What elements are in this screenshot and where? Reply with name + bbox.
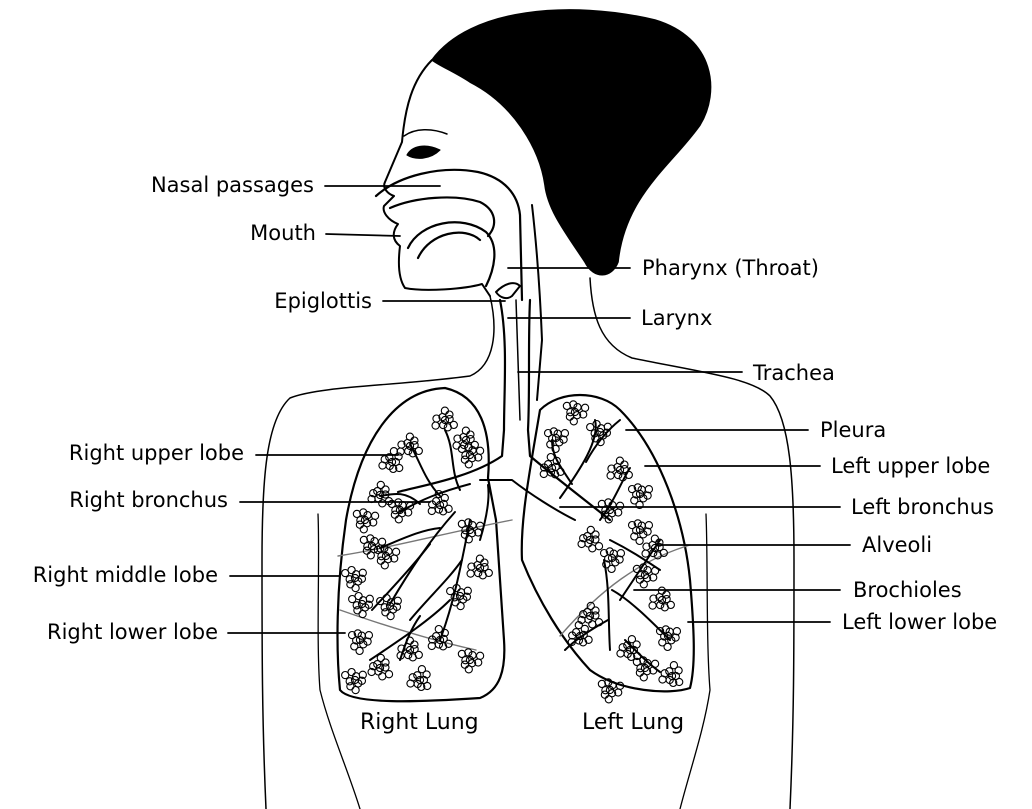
label-mouth: Mouth xyxy=(180,220,316,246)
eyebrow xyxy=(404,130,447,136)
eye xyxy=(407,146,440,158)
alveolus xyxy=(348,567,355,574)
alveolus xyxy=(409,654,416,661)
label-right-lower-lobe: Right lower lobe xyxy=(10,619,218,645)
label-larynx: Larynx xyxy=(641,305,712,331)
alveolus xyxy=(582,404,589,411)
alveolus xyxy=(377,654,384,661)
alveolus xyxy=(355,593,362,600)
alveolus xyxy=(587,526,594,533)
label-trachea: Trachea xyxy=(753,360,835,386)
alveolus xyxy=(457,603,464,610)
alveolus xyxy=(479,572,486,579)
alveolus xyxy=(652,567,659,574)
nasal-cavity xyxy=(376,170,522,300)
tongue xyxy=(418,233,480,258)
alveolus xyxy=(379,673,386,680)
alveoli-clusters-right xyxy=(342,407,493,694)
alveolus xyxy=(607,472,614,479)
alveolus xyxy=(441,407,448,414)
label-pleura: Pleura xyxy=(820,417,886,443)
alveolus xyxy=(352,687,359,694)
alveolus xyxy=(406,433,413,440)
alveolus xyxy=(617,502,624,509)
label-nasal-passages: Nasal passages xyxy=(100,172,314,198)
alveolus xyxy=(640,674,647,681)
label-right-bronchus: Right bronchus xyxy=(20,487,228,513)
alveolus xyxy=(616,457,623,464)
arm-crease-right xyxy=(680,514,710,809)
alveolus xyxy=(651,535,658,542)
alveolus xyxy=(409,674,416,681)
caption-right-lung: Right Lung xyxy=(360,710,479,736)
alveolus xyxy=(465,461,472,468)
epiglottis xyxy=(496,283,520,298)
throat-back xyxy=(532,205,542,400)
alveolus xyxy=(395,516,402,523)
alveolus xyxy=(381,456,388,463)
leader-lines xyxy=(228,186,850,633)
alveolus xyxy=(649,602,656,609)
alveolus xyxy=(661,670,668,677)
label-epiglottis: Epiglottis xyxy=(200,288,372,314)
alveolus xyxy=(381,562,388,569)
alveolus xyxy=(352,585,359,592)
label-left-upper-lobe: Left upper lobe xyxy=(831,453,990,479)
label-left-lower-lobe: Left lower lobe xyxy=(842,609,997,635)
alveolus xyxy=(640,581,647,588)
label-left-bronchus: Left bronchus xyxy=(851,494,994,520)
alveolus xyxy=(476,555,483,562)
alveoli-clusters-left xyxy=(540,401,683,703)
alveolus xyxy=(595,543,602,550)
label-brochioles: Brochioles xyxy=(853,577,962,603)
alveolus xyxy=(477,447,484,454)
left-lung-outline xyxy=(522,395,694,691)
alveolus xyxy=(462,427,469,434)
label-alveoli: Alveoli xyxy=(862,532,932,558)
caption-left-lung: Left Lung xyxy=(582,710,684,736)
alveolus xyxy=(619,644,626,651)
alveolus xyxy=(367,552,374,559)
alveolus xyxy=(393,548,400,555)
head-outline xyxy=(384,60,490,296)
alveolus xyxy=(348,669,355,676)
alveolus xyxy=(387,613,394,620)
alveolus xyxy=(642,550,649,557)
alveolus xyxy=(467,570,474,577)
leader-mouth xyxy=(326,234,400,236)
alveolus xyxy=(465,666,472,673)
alveolus xyxy=(359,611,366,618)
alveolus xyxy=(379,500,386,507)
palate xyxy=(390,197,494,236)
alveolus xyxy=(432,422,439,429)
alveolus xyxy=(589,621,596,628)
right-lung-outline xyxy=(338,388,505,701)
alveolus xyxy=(605,696,612,703)
alveolus xyxy=(477,652,484,659)
alveolus xyxy=(372,512,379,519)
alveolus xyxy=(385,671,392,678)
alveolus xyxy=(453,442,460,449)
label-right-upper-lobe: Right upper lobe xyxy=(20,440,244,466)
alveolus xyxy=(360,526,367,533)
alveolus xyxy=(570,418,577,425)
label-pharynx: Pharynx (Throat) xyxy=(642,255,819,281)
label-right-middle-lobe: Right middle lobe xyxy=(4,562,218,588)
alveolus xyxy=(377,481,384,488)
alveolus xyxy=(652,660,659,667)
alveolus xyxy=(589,545,596,552)
alveolus xyxy=(444,424,451,431)
alveolus xyxy=(661,604,668,611)
